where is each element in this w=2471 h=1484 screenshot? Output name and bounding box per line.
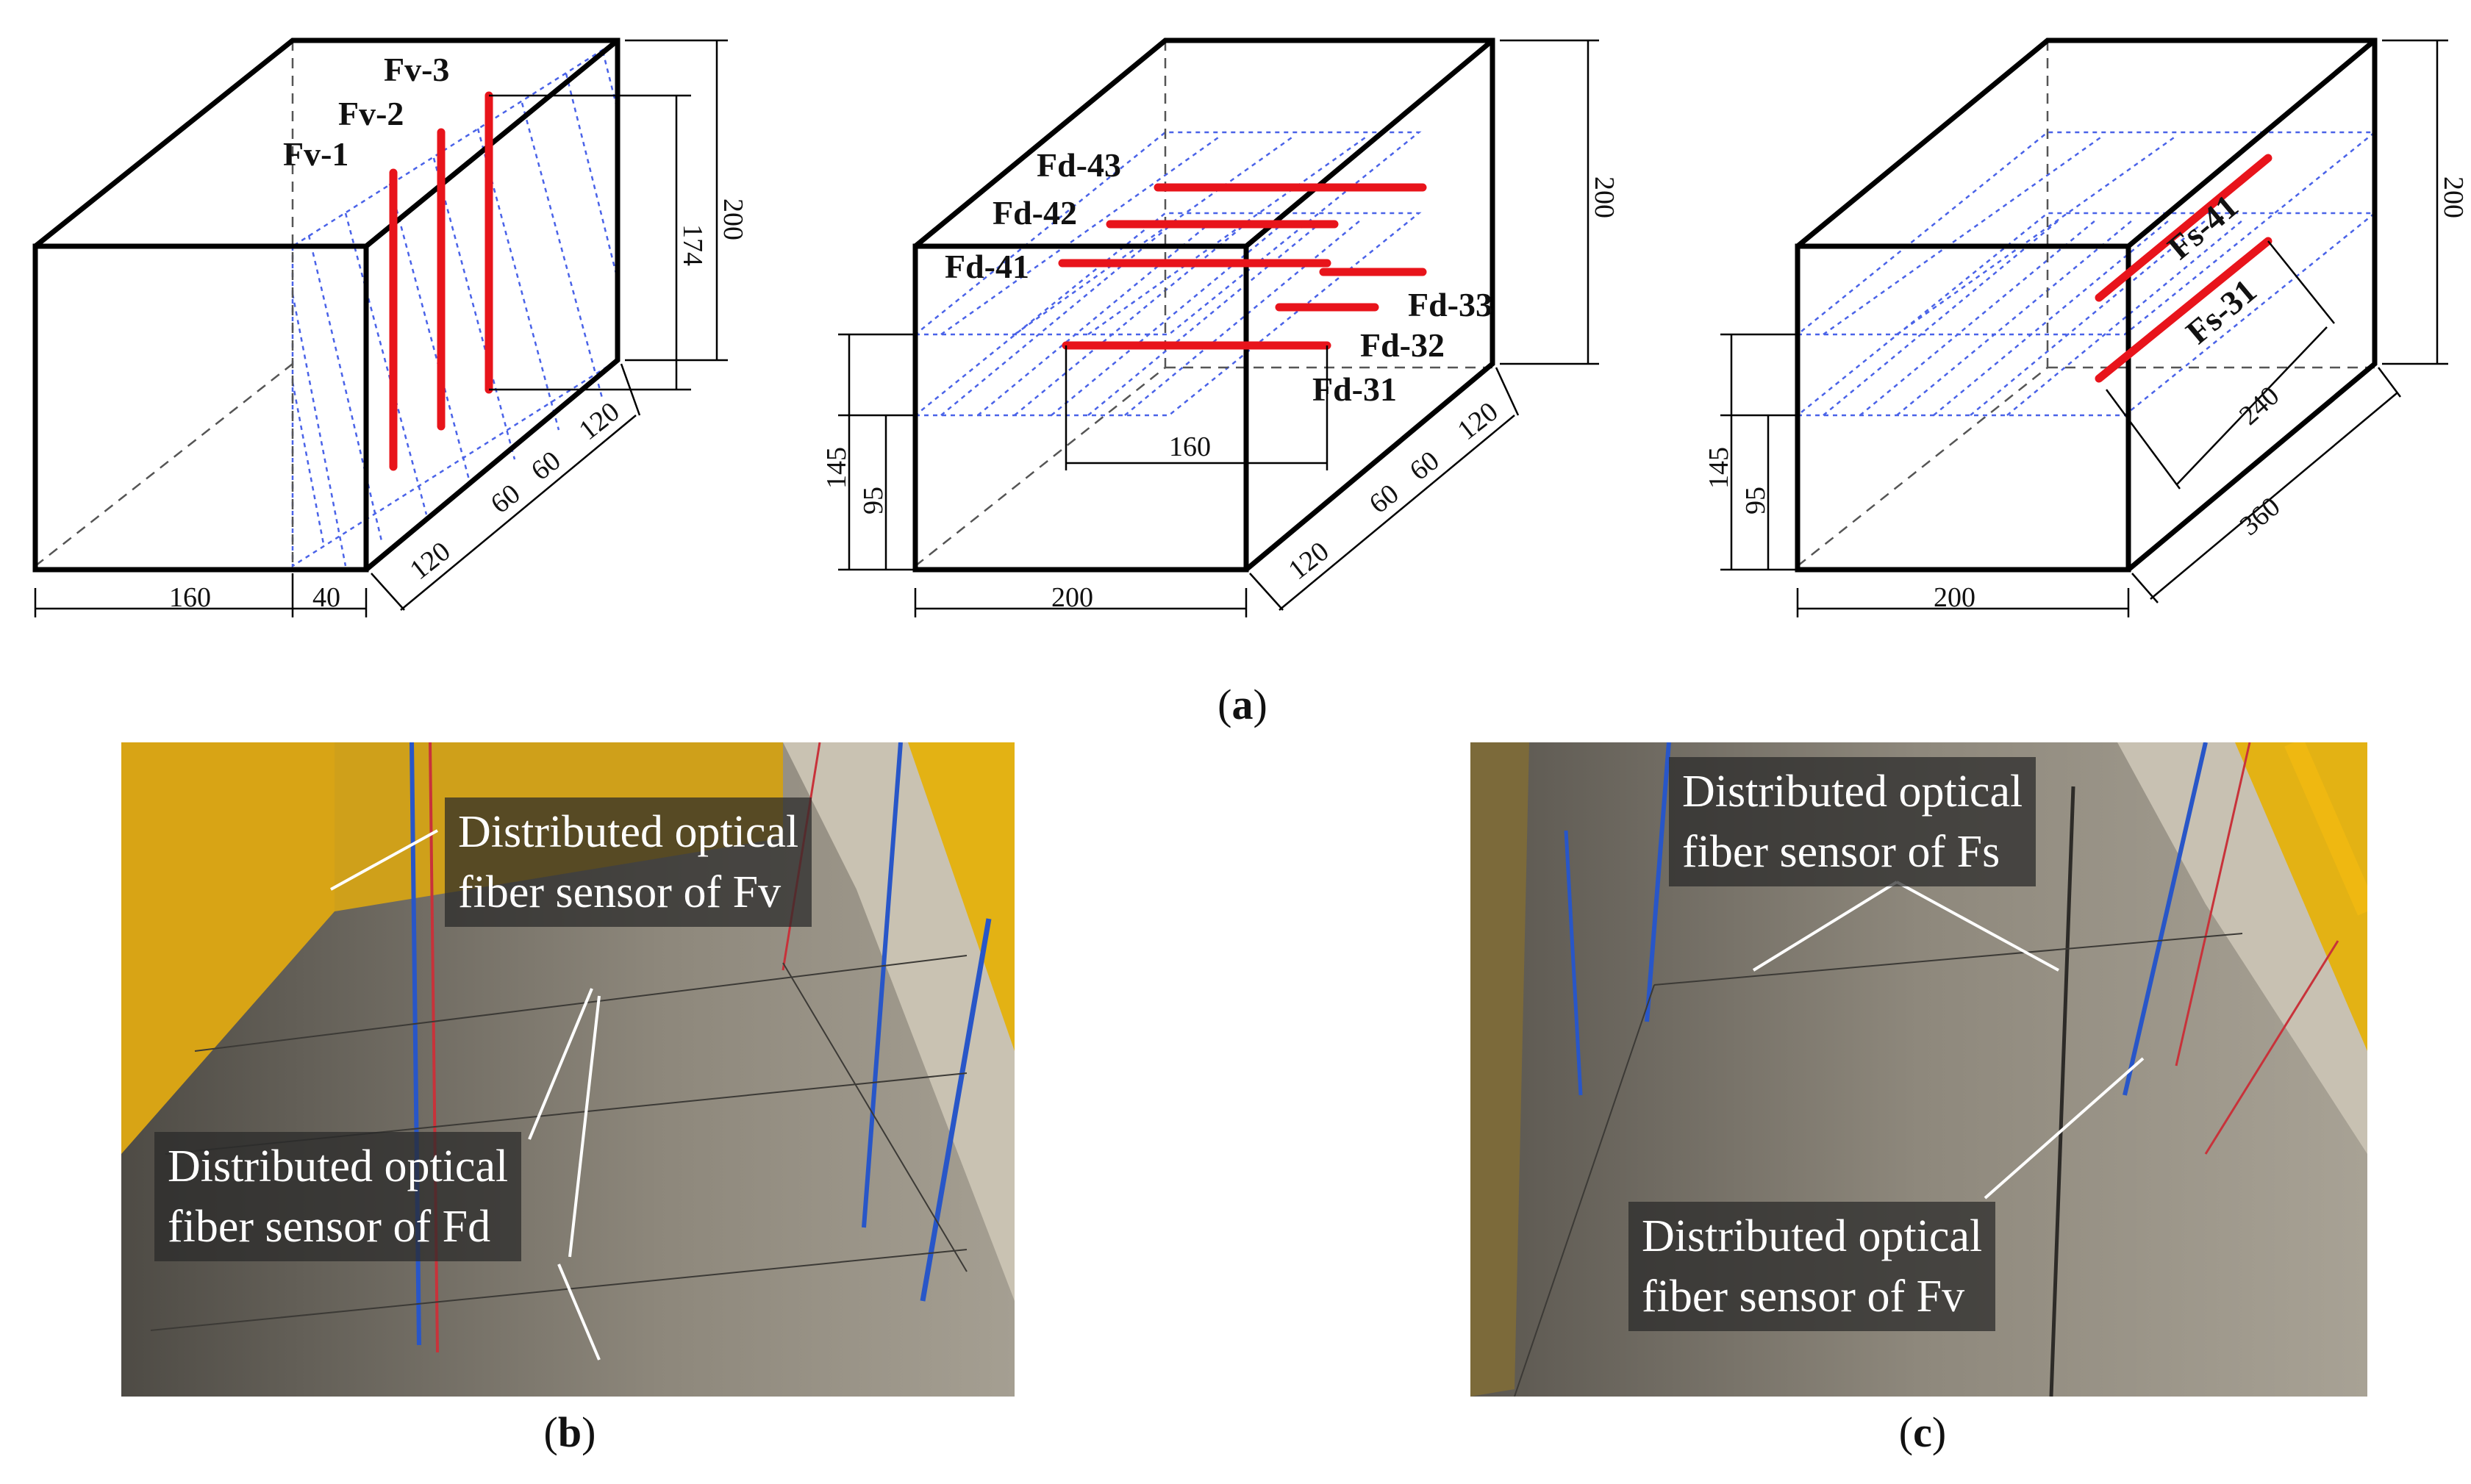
label-fd-32: Fd-32 [1360, 326, 1445, 364]
dim-box2-d3: 60 [1404, 445, 1445, 487]
box1-hatch-plane [291, 38, 619, 568]
label-fd-33: Fd-33 [1408, 286, 1492, 323]
label-fd-31: Fd-31 [1312, 370, 1397, 408]
dim-box1-d2: 60 [485, 478, 526, 520]
sensor-fs-31 [2095, 237, 2272, 383]
photo-b-label-fd: Distributed optical fiber sensor of Fd [154, 1132, 522, 1261]
caption-b: (b) [543, 1408, 596, 1456]
label-fd-43: Fd-43 [1037, 146, 1121, 184]
dim-box1-d4: 120 [573, 396, 626, 446]
photo-c-label-fv: Distributed optical fiber sensor of Fv [1628, 1202, 1996, 1331]
box2-outline [913, 37, 1495, 572]
dim-box2-height: 200 [1589, 176, 1620, 218]
photo-b: Distributed optical fiber sensor of Fv D… [121, 742, 1015, 1397]
dim-box1-w2: 40 [312, 582, 340, 613]
box2-front-face [912, 243, 1249, 573]
dim-box3-height: 200 [2438, 176, 2469, 218]
dim-box3-width: 200 [1934, 582, 1975, 613]
caption-a: (a) [1217, 681, 1267, 728]
dim-box1-sensor-len: 174 [677, 224, 708, 266]
label-fv-1: Fv-1 [283, 135, 348, 173]
box3-outline [1795, 37, 2378, 572]
label-fv-3: Fv-3 [384, 51, 449, 88]
dim-box1-d3: 60 [526, 445, 567, 487]
dim-box1-w1: 160 [169, 582, 211, 613]
photo-b-label-fv: Distributed optical fiber sensor of Fv [445, 797, 812, 927]
box3-diagram: Fs-41 Fs-31 200 145 95 240 360 200 [1703, 37, 2469, 617]
label-fv-2: Fv-2 [338, 95, 404, 132]
sensor-fs-41 [2095, 154, 2272, 302]
dim-box2-len160: 160 [1169, 431, 1211, 462]
box1-front-face [32, 243, 369, 573]
dim-box1-height: 200 [718, 198, 748, 240]
caption-c: (c) [1898, 1408, 1947, 1456]
dim-box2-h145: 145 [821, 447, 852, 489]
dim-box2-d1: 120 [1283, 536, 1335, 586]
dim-box2-h95: 95 [858, 487, 889, 515]
label-fd-41: Fd-41 [945, 248, 1029, 285]
box3-hatch-plane [1795, 131, 2378, 417]
dim-box2-d2: 60 [1364, 478, 1405, 520]
box3-hidden-floor [1797, 367, 2048, 567]
dim-box2-d4: 120 [1452, 396, 1504, 446]
label-fd-42: Fd-42 [993, 194, 1077, 232]
box2-diagram: Fd-43 Fd-42 Fd-41 Fd-33 Fd-32 Fd-31 200 … [821, 37, 1620, 617]
dim-box2-width: 200 [1051, 582, 1093, 613]
dim-box1-d1: 120 [404, 536, 457, 586]
dim-box3-len360: 360 [2234, 491, 2286, 542]
box1-hidden-floor [35, 363, 293, 567]
box1-outline [33, 37, 621, 572]
box2-hidden-floor [915, 367, 1166, 567]
photo-c-label-fs: Distributed optical fiber sensor of Fs [1669, 757, 2036, 886]
dim-box3-len240: 240 [2234, 380, 2285, 431]
label-fs-41: Fs-41 [2161, 187, 2245, 267]
dim-box3-h95: 95 [1740, 487, 1771, 515]
box1-diagram: Fv-1 Fv-2 Fv-3 200 174 160 40 120 60 60 … [32, 37, 748, 617]
photo-c: Distributed optical fiber sensor of Fs D… [1470, 742, 2367, 1397]
diagram-panel-a: .frame { stroke:#000; stroke-width:7; fi… [32, 37, 2469, 617]
dim-box3-h145: 145 [1703, 447, 1734, 489]
box2-hatch-plane [912, 131, 1422, 417]
box3-front-face [1795, 243, 2131, 573]
